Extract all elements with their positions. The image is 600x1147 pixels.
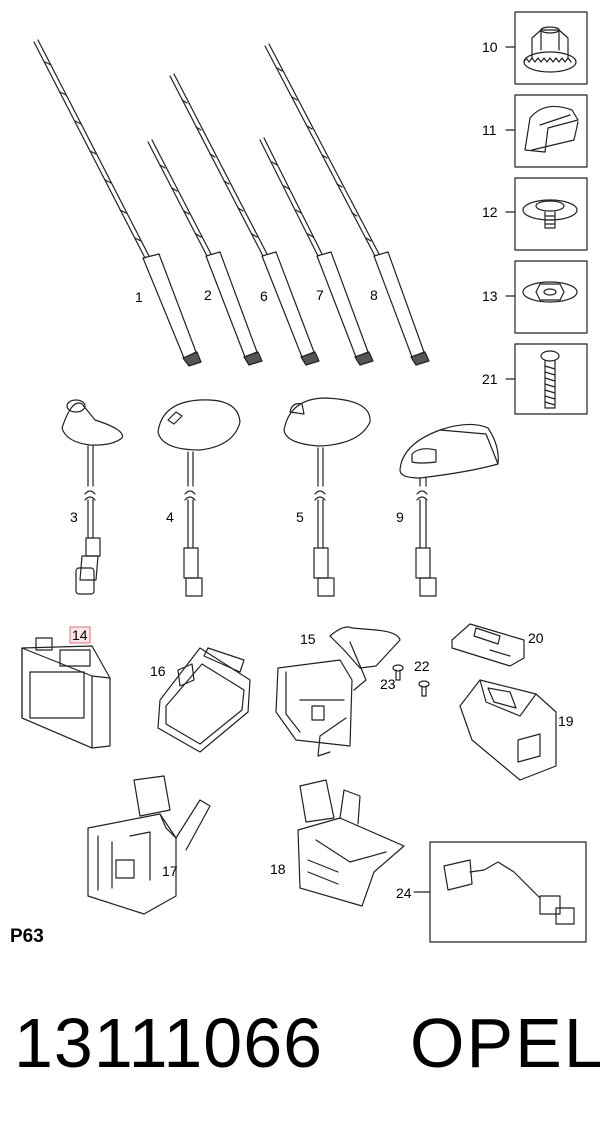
antenna-base-4 bbox=[157, 399, 241, 597]
callout-21: 21 bbox=[482, 371, 498, 387]
callout-3: 3 bbox=[70, 509, 78, 525]
screw-22 bbox=[392, 664, 404, 681]
control-module-16 bbox=[157, 647, 251, 753]
callout-2: 2 bbox=[204, 287, 212, 303]
part-box-10 bbox=[505, 11, 588, 85]
callout-6: 6 bbox=[260, 288, 268, 304]
callout-24: 24 bbox=[396, 885, 412, 901]
control-module-14 bbox=[21, 637, 111, 749]
callout-9: 9 bbox=[396, 509, 404, 525]
housing-19 bbox=[459, 679, 557, 781]
part-number: 13111066 bbox=[14, 1004, 324, 1082]
callout-17: 17 bbox=[162, 863, 178, 879]
callout-19: 19 bbox=[558, 713, 574, 729]
page-label: P63 bbox=[10, 926, 44, 947]
callout-15: 15 bbox=[300, 631, 316, 647]
antenna-rod-7 bbox=[259, 137, 374, 366]
callout-1: 1 bbox=[135, 289, 143, 305]
antenna-rod-8 bbox=[264, 43, 430, 366]
screw-23 bbox=[418, 680, 430, 697]
callout-8: 8 bbox=[370, 287, 378, 303]
antenna-base-9 bbox=[399, 423, 499, 597]
part-box-21 bbox=[505, 343, 588, 415]
callout-5: 5 bbox=[296, 509, 304, 525]
cable-24 bbox=[413, 841, 587, 943]
callout-18: 18 bbox=[270, 861, 286, 877]
bracket-15 bbox=[275, 626, 401, 757]
callout-11: 11 bbox=[482, 122, 497, 138]
callout-20: 20 bbox=[528, 630, 544, 646]
antenna-rod-1 bbox=[33, 39, 202, 367]
parts-exploded-diagram: 1 2 6 7 8 10 11 12 13 21 3 4 5 9 14 15 1… bbox=[21, 11, 588, 943]
callout-23: 23 bbox=[380, 676, 396, 692]
part-box-12 bbox=[505, 177, 588, 251]
antenna-base-3 bbox=[61, 399, 124, 595]
callout-16: 16 bbox=[150, 663, 166, 679]
callout-13: 13 bbox=[482, 288, 498, 304]
cover-plate-20 bbox=[451, 623, 525, 667]
callout-10: 10 bbox=[482, 39, 498, 55]
callout-12: 12 bbox=[482, 204, 498, 220]
bracket-17 bbox=[87, 775, 211, 915]
callout-22: 22 bbox=[414, 658, 430, 674]
antenna-base-5 bbox=[283, 397, 371, 597]
antenna-rod-2 bbox=[147, 139, 263, 366]
brand-name: OPEL bbox=[410, 1004, 600, 1082]
part-box-13 bbox=[505, 260, 588, 334]
callout-14: 14 bbox=[72, 627, 88, 643]
part-box-11 bbox=[505, 94, 588, 168]
callout-4: 4 bbox=[166, 509, 174, 525]
antenna-rod-6 bbox=[169, 73, 320, 366]
callout-14-highlight bbox=[69, 626, 91, 644]
callout-7: 7 bbox=[316, 287, 324, 303]
bracket-18 bbox=[297, 779, 405, 907]
